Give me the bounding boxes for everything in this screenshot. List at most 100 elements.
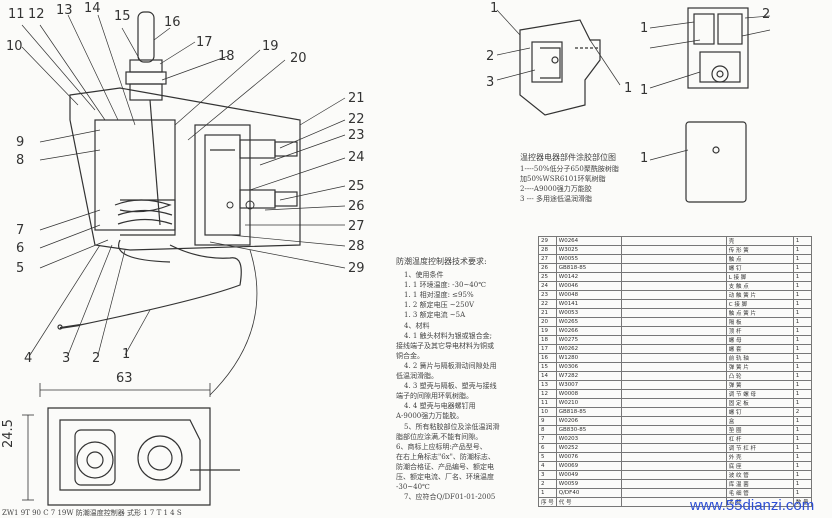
requirements-line: -30~40℃ (396, 483, 430, 492)
label-right-25: 25 (348, 179, 365, 194)
table-cell: 1 (792, 371, 812, 381)
table-cell (620, 407, 727, 417)
table-cell: 14 (538, 371, 557, 381)
requirements-line: 压、额定电流、厂名、环境温度 (396, 473, 494, 481)
table-cell: L 接 脚 (725, 272, 794, 282)
table-cell: 10 (538, 407, 557, 417)
label-right-24: 24 (348, 150, 365, 165)
table-row: 序 号代 号名 称数 量 (538, 497, 812, 507)
table-cell: W0049 (555, 470, 622, 480)
table-cell (620, 254, 727, 264)
table-cell: 底 座 (725, 461, 794, 471)
label-bottom-2: 2 (92, 351, 101, 366)
table-cell: 1 (792, 452, 812, 462)
table-cell: 壳 (725, 236, 794, 246)
table-cell (620, 317, 727, 327)
table-cell: W3007 (555, 380, 622, 390)
adhesive-note-line-1: 1----50%低分子650聚酰胺树脂 (520, 165, 619, 173)
label-top-13: 13 (56, 3, 73, 18)
table-cell (620, 443, 727, 453)
label-right-21: 21 (348, 91, 365, 106)
table-cell: 25 (538, 272, 557, 282)
table-cell: 序 号 (538, 497, 557, 507)
table-cell: GB818-85 (555, 407, 622, 417)
table-cell: 前 轨 轴 (725, 353, 794, 363)
requirements-title: 防潮温度控制器技术要求: (396, 257, 487, 266)
table-cell: GB818-85 (555, 263, 622, 273)
table-cell (620, 389, 727, 399)
table-cell (620, 326, 727, 336)
table-cell: 7 (538, 434, 557, 444)
requirements-line: A-9000强力万能胶。 (396, 412, 464, 421)
table-cell: 杠 杆 (725, 434, 794, 444)
terminal-l (239, 189, 276, 209)
table-cell: 固 定 板 (725, 398, 794, 408)
requirements-line: 1. 1 环境温度: -30~40℃ (404, 281, 487, 290)
watermark-url: www.55dianzi.com (690, 497, 815, 514)
table-cell: 22 (538, 299, 557, 309)
table-cell: 19 (538, 326, 557, 336)
table-cell (620, 236, 727, 246)
dimension-height: 24.5 (1, 419, 16, 448)
requirements-line: 防潮合格证、产品编号、额定电 (396, 462, 494, 471)
table-cell: 23 (538, 290, 557, 300)
table-cell: 26 (538, 263, 557, 273)
table-cell: 顶 杆 (725, 326, 794, 336)
table-cell: 21 (538, 308, 557, 318)
capillary-tube (79, 244, 242, 326)
requirements-line: 低温润滑脂。 (396, 372, 438, 380)
table-cell: W0076 (555, 452, 622, 462)
diagram1-label-1b: 1 (624, 81, 633, 96)
table-cell: 1 (792, 353, 812, 363)
table-cell: 1 (792, 479, 812, 489)
requirements-line: 4. 4 塑壳与电器螺钉用 (404, 402, 476, 411)
table-cell: 1 (792, 470, 812, 480)
table-cell: 8 (538, 425, 557, 435)
dimension-width: 63 (116, 371, 133, 386)
table-cell (620, 398, 727, 408)
terminal-block (194, 124, 251, 246)
requirements-line: 4. 3 塑壳与隔板、塑壳与接线 (404, 382, 497, 391)
requirements-line: 铜合金。 (396, 351, 424, 360)
diagram3-label-1: 1 (640, 151, 649, 166)
table-cell (620, 335, 727, 345)
component-front-view (687, 7, 749, 89)
label-top-20: 20 (290, 51, 307, 66)
table-cell: 2 (538, 479, 557, 489)
table-cell: C 接 脚 (725, 299, 794, 309)
table-cell: 1 (792, 254, 812, 264)
requirements-line: 1. 1 相对湿度: ≤95% (404, 291, 474, 300)
table-cell: 1 (792, 461, 812, 471)
table-cell: W0142 (555, 272, 622, 282)
diagram2-label-1a: 1 (640, 21, 649, 36)
table-cell: 1 (792, 344, 812, 354)
table-cell: 18 (538, 335, 557, 345)
label-bottom-4: 4 (24, 351, 33, 366)
table-cell: 2 (792, 407, 812, 417)
diagram1-label-1: 1 (490, 1, 499, 16)
requirements-line: 脂部位应涂满,不能有间隙。 (396, 432, 483, 441)
requirements-line: 6、商标上应标明:产品型号、 (396, 442, 487, 451)
table-cell: 触 点 (725, 254, 794, 264)
capillary-arc (209, 249, 258, 396)
label-left-8: 8 (16, 153, 25, 168)
table-cell: 11 (538, 398, 557, 408)
thermostat-body-outline (69, 87, 301, 251)
table-cell (620, 479, 727, 489)
table-cell: W0059 (555, 479, 622, 489)
requirements-line: 5、所有粘胶部位及涂低温润滑 (404, 422, 500, 431)
table-cell (620, 245, 727, 255)
table-cell: 28 (538, 245, 557, 255)
table-cell: 24 (538, 281, 557, 291)
